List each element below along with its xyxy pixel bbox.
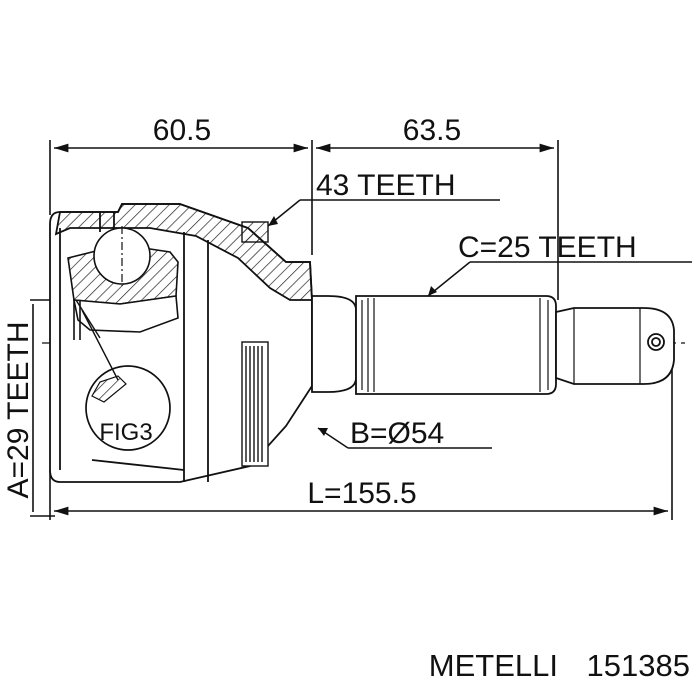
part-number: 151385 (587, 648, 690, 683)
brand-name: METELLI (429, 648, 558, 683)
leader-arrow-teeth (268, 216, 278, 226)
leader-arrow-bearing (318, 428, 328, 436)
splined-shaft (355, 295, 557, 395)
leader-arrow-spline (428, 286, 437, 296)
dimension-top (49, 140, 559, 300)
teeth-marker-block (241, 221, 269, 243)
shaft-neck (311, 295, 357, 393)
dimension-right-width: 63.5 (403, 114, 461, 147)
label-spline-shaft: C=25 TEETH (458, 231, 637, 264)
threaded-end (555, 307, 675, 385)
label-inner-spline: A=29 TEETH (2, 321, 35, 498)
abs-tone-ring (241, 341, 269, 467)
dimension-left-width: 60.5 (153, 114, 211, 147)
leaders (267, 199, 692, 449)
label-teeth-outer: 43 TEETH (316, 169, 456, 202)
label-figure-ref: FIG3 (99, 419, 152, 446)
label-bearing-diameter: B=Ø54 (350, 417, 444, 450)
leader-inner-spline (75, 299, 119, 381)
outer-bell-housing (49, 203, 313, 483)
dimension-total-length: L=155.5 (307, 477, 416, 510)
